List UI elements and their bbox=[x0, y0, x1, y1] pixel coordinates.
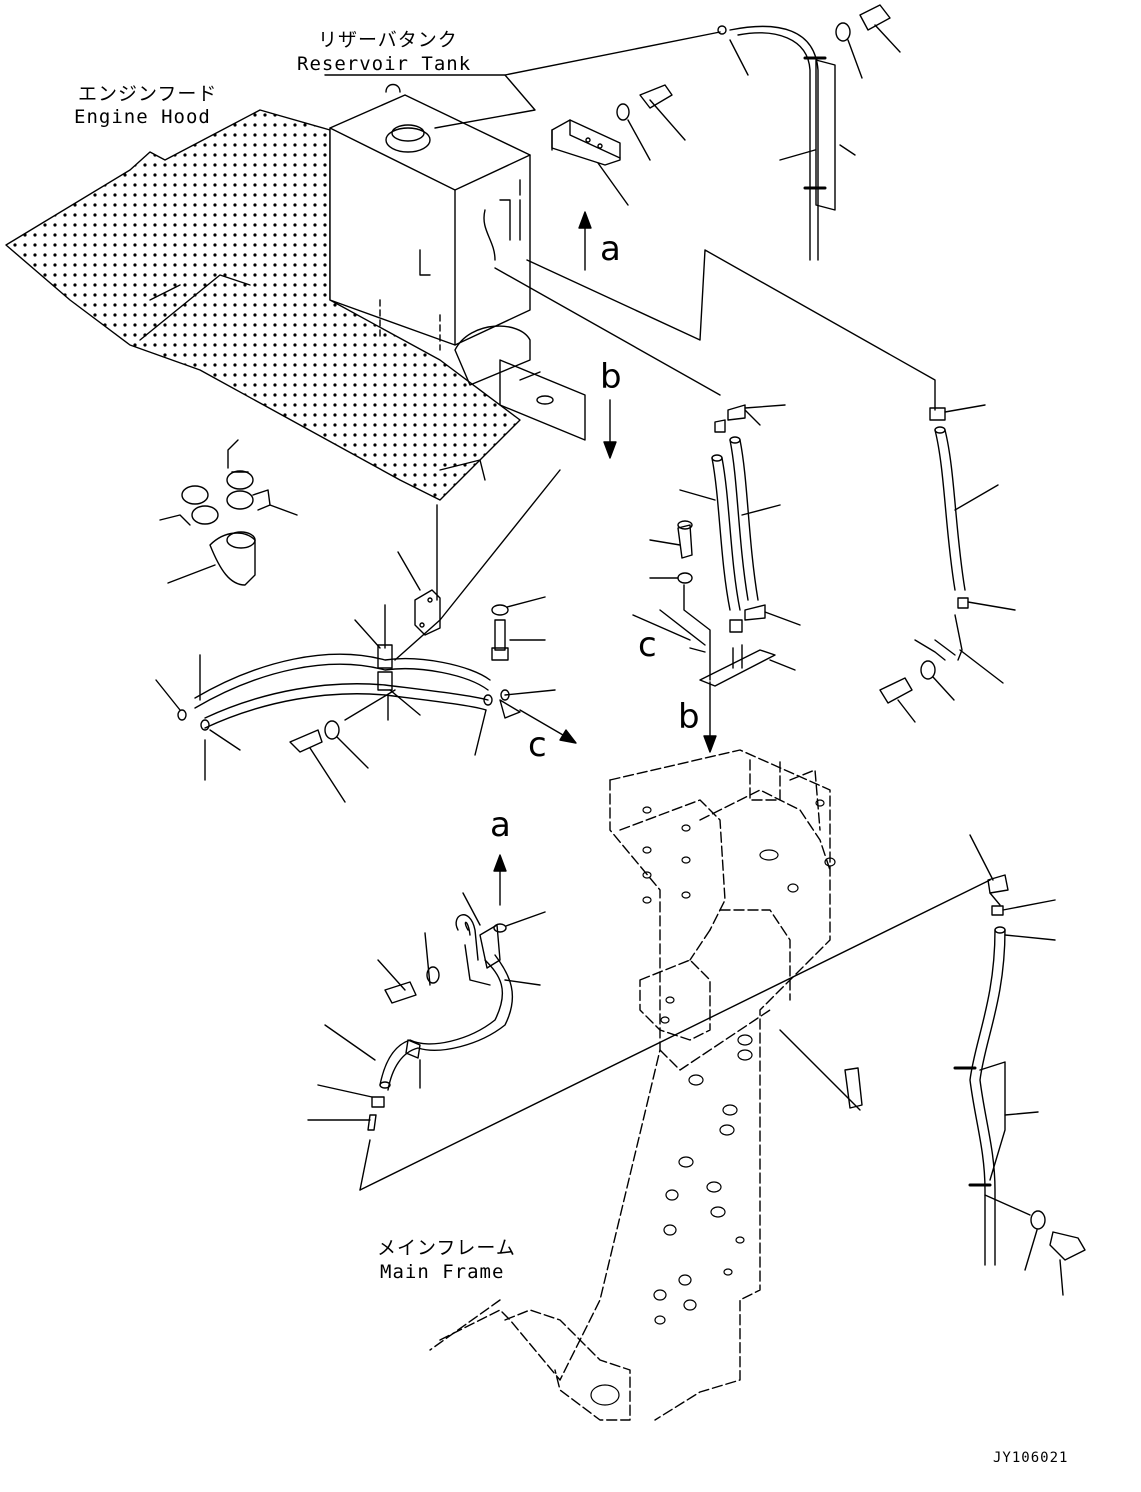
main-frame-label-en: Main Frame bbox=[380, 1261, 505, 1283]
frame-hole bbox=[590, 1384, 620, 1406]
drawing-code: JY106021 bbox=[993, 1450, 1069, 1466]
ref-c-mid: c bbox=[638, 625, 657, 665]
main-frame bbox=[429, 749, 831, 1421]
hose-lower-left bbox=[307, 892, 546, 1131]
ref-b-top: b bbox=[600, 357, 622, 397]
engine-hood-label-en: Engine Hood bbox=[74, 106, 211, 128]
frame-clip bbox=[844, 1067, 863, 1109]
hose-pair-left bbox=[155, 604, 556, 781]
ref-b-mid: b bbox=[678, 697, 700, 737]
ref-a-lower: a bbox=[490, 805, 511, 845]
arrow-c-mid bbox=[659, 609, 706, 646]
hose-bracket bbox=[289, 469, 561, 803]
main-frame-label-jp: メインフレーム bbox=[377, 1237, 516, 1259]
ref-a-top: a bbox=[600, 229, 621, 269]
reservoir-tank bbox=[329, 83, 586, 481]
ref-c-left: c bbox=[528, 725, 547, 765]
engine-hood-label-jp: エンジンフード bbox=[78, 83, 218, 105]
upper-bracket bbox=[551, 84, 686, 206]
reservoir-tank-label-jp: リザーバタンク bbox=[318, 29, 458, 51]
leader-frame-right bbox=[359, 879, 991, 1191]
hose-pair-center bbox=[632, 404, 801, 687]
hose-right-mid bbox=[879, 404, 1016, 723]
reservoir-tank-label-en: Reservoir Tank bbox=[297, 53, 472, 75]
overflow-hose-upper bbox=[717, 4, 901, 261]
engine-hood bbox=[5, 109, 521, 501]
hose-clamps bbox=[159, 439, 298, 586]
hose-right-lower bbox=[953, 834, 1086, 1296]
